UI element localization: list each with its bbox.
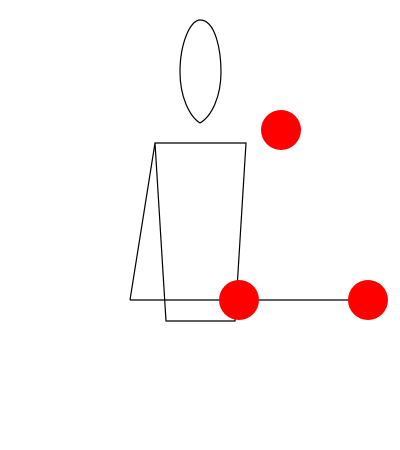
body-shape [154, 142, 247, 322]
marker-hand [348, 280, 388, 320]
marker-hip [219, 280, 259, 320]
head-ellipse [179, 19, 222, 124]
left-limb-line [129, 142, 156, 301]
marker-shoulder [261, 110, 301, 150]
